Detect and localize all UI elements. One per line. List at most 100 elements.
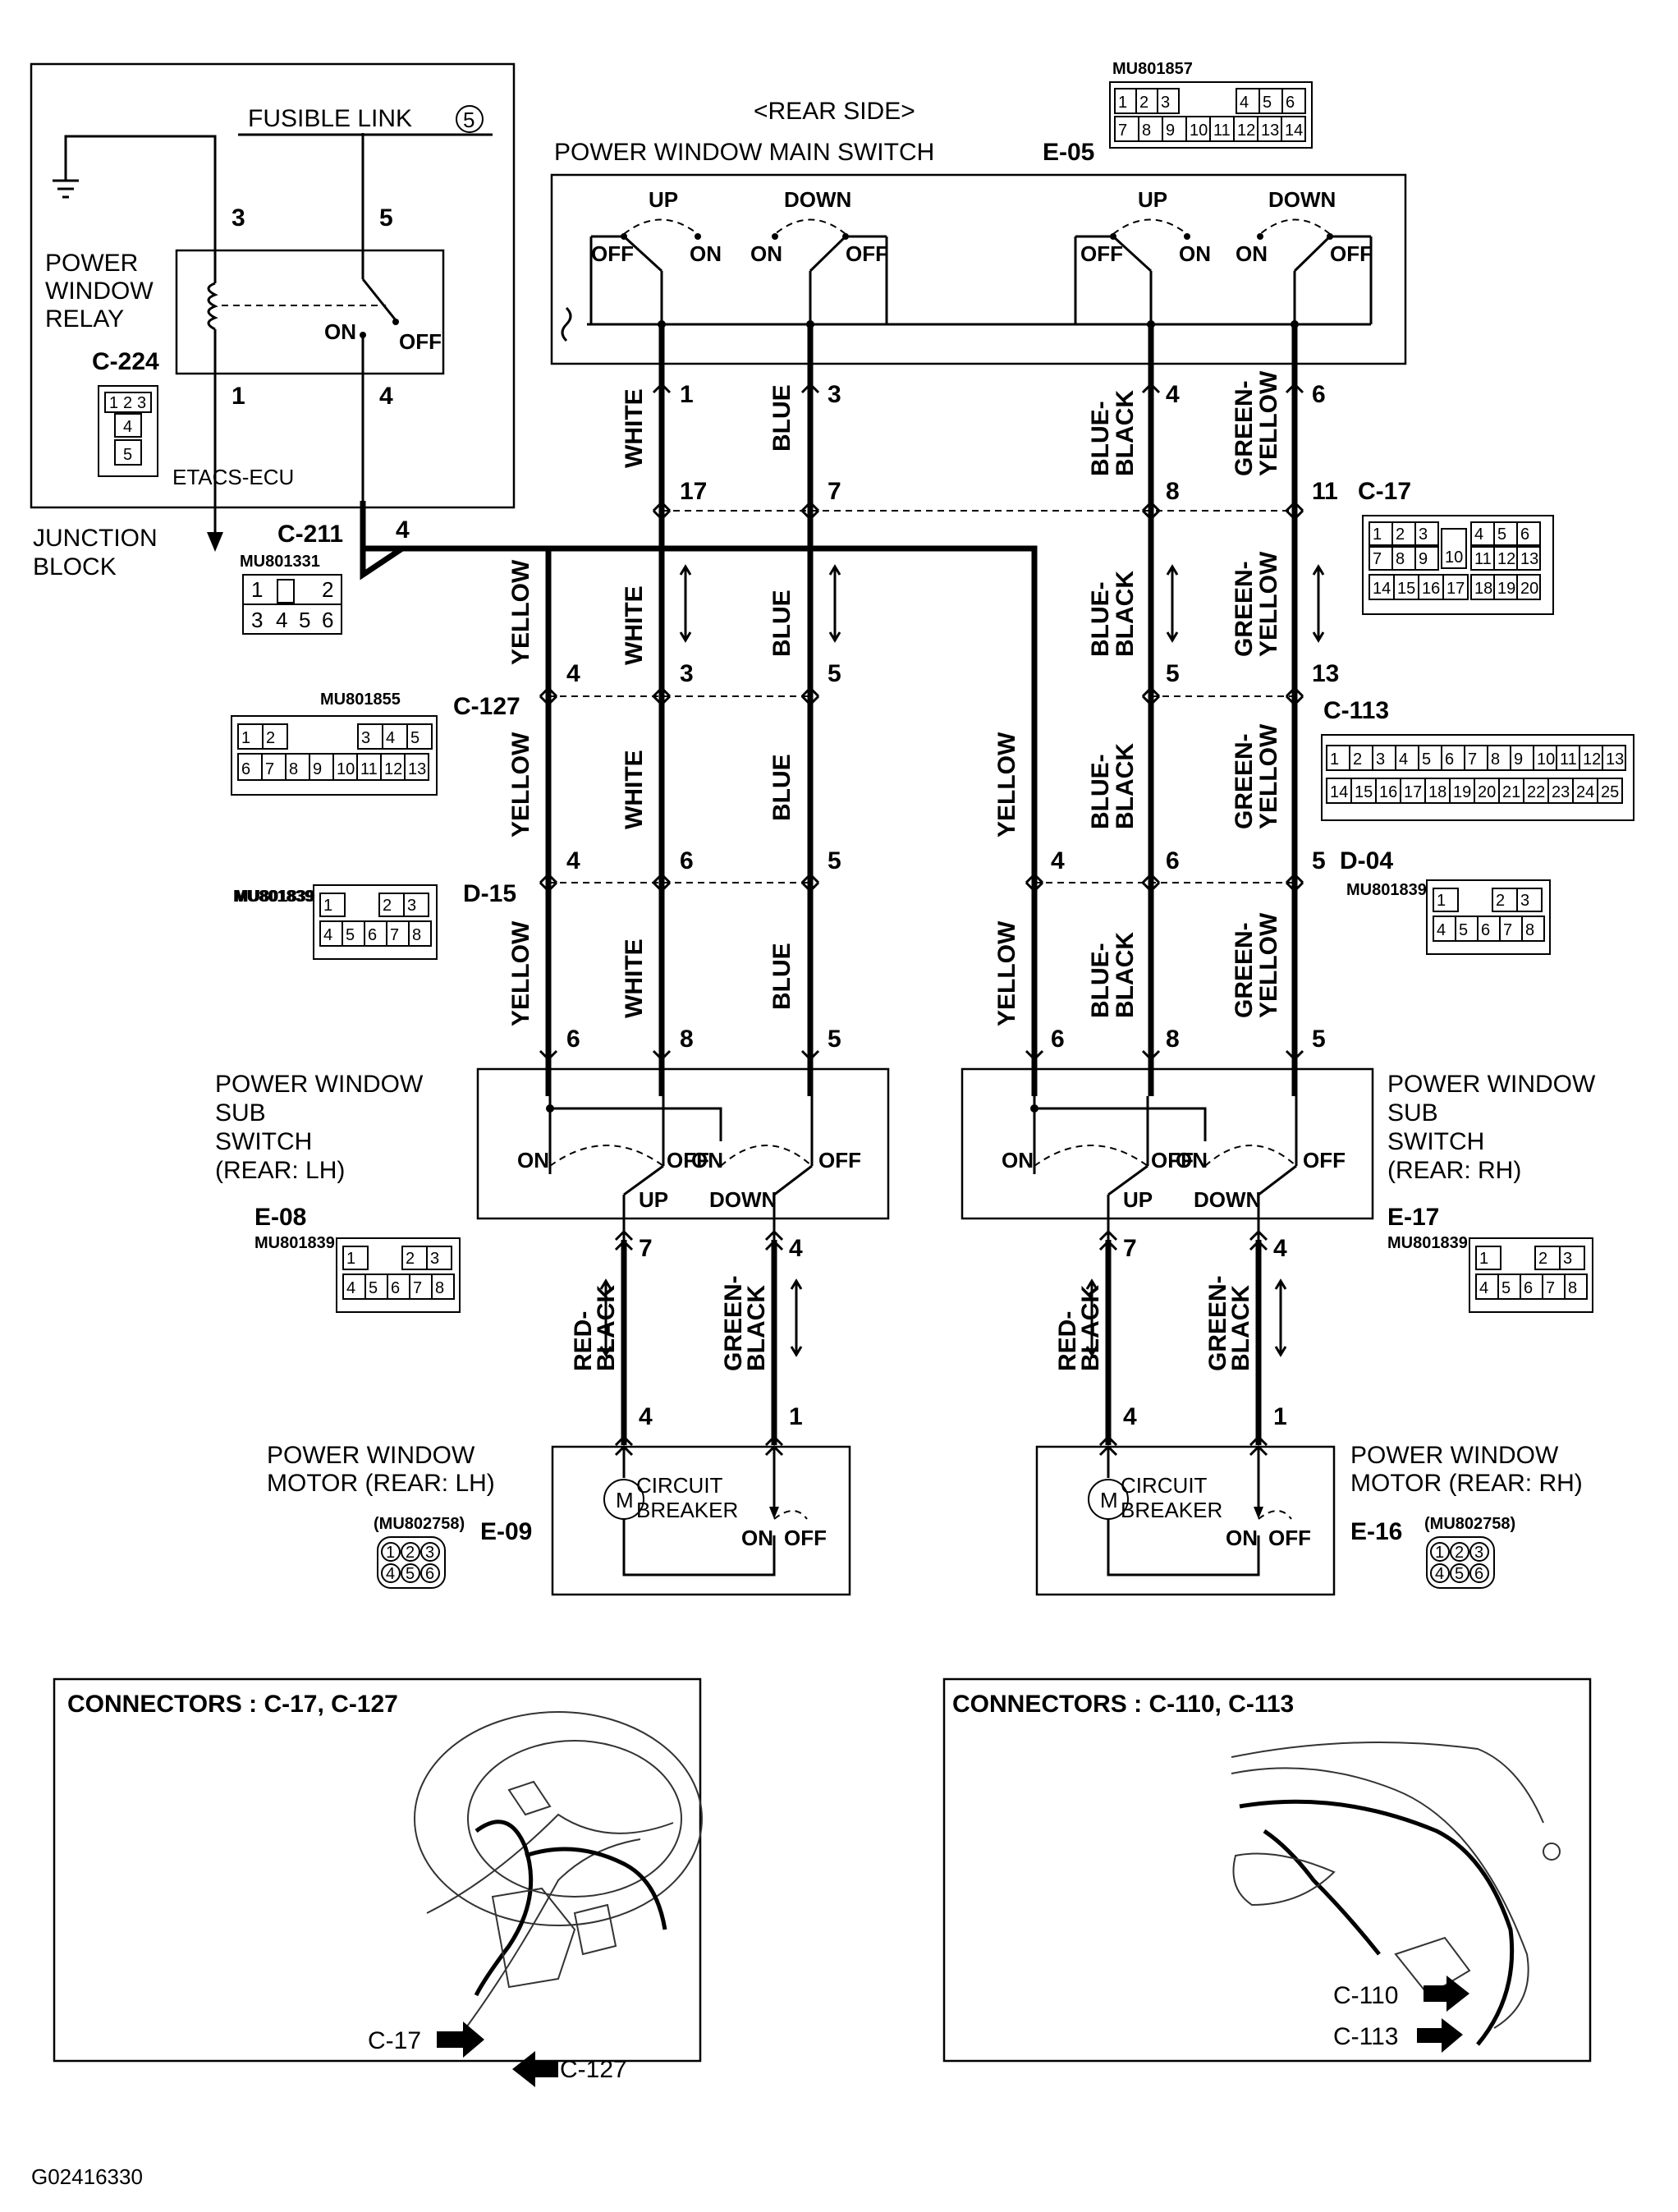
dir-arrow-rh-up-head-dn xyxy=(1085,1346,1098,1357)
c17-r3l-cell-label: 16 xyxy=(1422,580,1440,598)
c17-pin-17: 17 xyxy=(680,478,707,505)
main-switch-0-title: UP xyxy=(649,187,678,212)
c127-chev-up-2 xyxy=(800,686,820,698)
e05-row2-cell-label: 9 xyxy=(1166,122,1175,140)
wire-label-gy-1a: GREEN- xyxy=(1231,380,1258,476)
main-switch-side: <REAR SIDE> xyxy=(754,98,915,125)
e09-connector-pin-label: 2 xyxy=(406,1544,415,1562)
e08-connector-r2-cell xyxy=(342,1274,366,1300)
wire-red-black-rh-bot-a xyxy=(1098,1434,1118,1447)
c224-row1 xyxy=(104,392,152,413)
e08-yl-link xyxy=(550,1107,722,1141)
c113-r2-cell-label: 25 xyxy=(1601,783,1619,801)
main-switch-3-on-contact xyxy=(1257,233,1263,240)
e16-connector-pin xyxy=(1469,1563,1489,1583)
e08-off-label-2: OFF xyxy=(818,1148,861,1173)
c17-r3r-cell-label: 19 xyxy=(1497,580,1515,598)
e16-connector-pin-label: 1 xyxy=(1435,1544,1444,1562)
wire-label-bb-4a: BLUE- xyxy=(1087,943,1114,1018)
e05-pin-6: 6 xyxy=(1312,381,1326,408)
c17-r1l-cell-label: 1 xyxy=(1373,525,1382,544)
d-chev-dn-4 xyxy=(1141,881,1161,893)
c127-chev-up-3 xyxy=(1141,686,1161,698)
c224-cell-2: 2 xyxy=(123,394,132,412)
wire-label-gy-2b: YELLOW xyxy=(1255,551,1282,657)
e09-title-1: POWER WINDOW xyxy=(267,1442,475,1469)
sub-chev-4 xyxy=(1141,1049,1161,1062)
main-switch-bus-break xyxy=(561,306,572,342)
c113-r2-cell-label: 14 xyxy=(1330,783,1348,801)
wire-label-white-4: WHITE xyxy=(621,938,648,1018)
c113-pin-13: 13 xyxy=(1312,660,1339,687)
d04-connector-r1b-cell xyxy=(1516,888,1543,912)
e17-connector-r2-cell-label: 6 xyxy=(1524,1279,1533,1297)
wire-label-gy-4a: GREEN- xyxy=(1231,922,1258,1018)
d15-connector-r2-cell xyxy=(342,920,365,947)
c127-r2-cell-label: 13 xyxy=(408,760,426,778)
c17-r3r-cell-label: 18 xyxy=(1474,580,1492,598)
c211-key xyxy=(277,579,295,603)
main-switch-2-off-label: OFF xyxy=(1080,241,1123,266)
d-chev-dn-3 xyxy=(1025,881,1044,893)
c17-r1l-cell xyxy=(1369,521,1393,546)
e08-pin-4: 4 xyxy=(789,1235,803,1262)
c17-r1l-cell xyxy=(1414,521,1439,546)
c17-r2r-cell-label: 12 xyxy=(1497,550,1515,568)
pin-top-chevron-0 xyxy=(652,382,672,394)
e09-cb-1: CIRCUIT xyxy=(636,1473,723,1498)
e05-row2-cell xyxy=(1209,116,1235,142)
c113-r1-cell-label: 2 xyxy=(1353,750,1362,769)
wire-label-bb-2b: BLACK xyxy=(1112,571,1139,657)
e17-up-blade xyxy=(1107,1164,1148,1196)
relay-switch-on-label: ON xyxy=(324,319,356,344)
e16-m-letter: M xyxy=(1100,1488,1118,1512)
c113-r2-cell xyxy=(1597,778,1623,804)
e09-label: E-09 xyxy=(480,1518,532,1545)
c17-r1l-cell-label: 2 xyxy=(1396,525,1405,544)
e05-row2-cell-label: 13 xyxy=(1261,122,1279,140)
d04-connector-r1b-cell-label: 2 xyxy=(1496,892,1505,910)
c127-chev-up-1 xyxy=(652,686,672,698)
d-chev-dn-0 xyxy=(539,881,558,893)
c113-r1-cell xyxy=(1579,745,1603,771)
c127-r1l-cell-label: 1 xyxy=(241,729,250,747)
inset-right-frame xyxy=(942,1677,1592,2063)
inset-right-label-c113: C-113 xyxy=(1333,2023,1398,2050)
c17-r3l-cell xyxy=(1442,574,1469,600)
e17-title-0: POWER WINDOW xyxy=(1387,1071,1596,1098)
c127-r2-cell-label: 6 xyxy=(241,760,250,778)
d15-connector-r2-cell xyxy=(408,920,432,947)
d04-pin-6: 6 xyxy=(1166,847,1180,874)
d04-label: D-04 xyxy=(1340,847,1393,874)
e16-connector-pin xyxy=(1450,1542,1469,1562)
main-switch-3-blade xyxy=(1293,235,1332,273)
wire-label-blue-4: BLUE xyxy=(768,943,795,1010)
e05-row2-cell xyxy=(1233,116,1258,142)
c113-r2-cell xyxy=(1449,778,1475,804)
e09-cb-off: OFF xyxy=(784,1526,827,1550)
main-switch-1-on-label: ON xyxy=(750,241,782,266)
e08-up-arc xyxy=(549,1145,664,1167)
c17-r2l-cell xyxy=(1391,546,1416,571)
d15-connector-r2-cell-label: 7 xyxy=(390,926,399,944)
c127-chev-dn-1 xyxy=(652,695,672,707)
e09-connector-pin xyxy=(401,1563,420,1583)
e17-connector-r2-cell-label: 8 xyxy=(1568,1279,1577,1297)
e08-connector-r2-cell-label: 7 xyxy=(413,1279,422,1297)
main-switch-2-blade xyxy=(1112,235,1153,273)
inset-right-label-c110: C-110 xyxy=(1333,1982,1398,2009)
e16-cb-on: ON xyxy=(1226,1526,1258,1550)
c17-pin-8: 8 xyxy=(1166,478,1180,505)
c127-pin-4: 4 xyxy=(566,660,580,687)
wire-label-rb-rh-b: BLACK xyxy=(1077,1285,1104,1371)
dir-arrow-rh-up-head-up xyxy=(1085,1278,1098,1290)
dir-arrow-lh-dn-head-up xyxy=(790,1278,803,1290)
dir-arrow-white-head-dn xyxy=(679,631,692,643)
e17-pin-4: 4 xyxy=(1273,1235,1287,1262)
